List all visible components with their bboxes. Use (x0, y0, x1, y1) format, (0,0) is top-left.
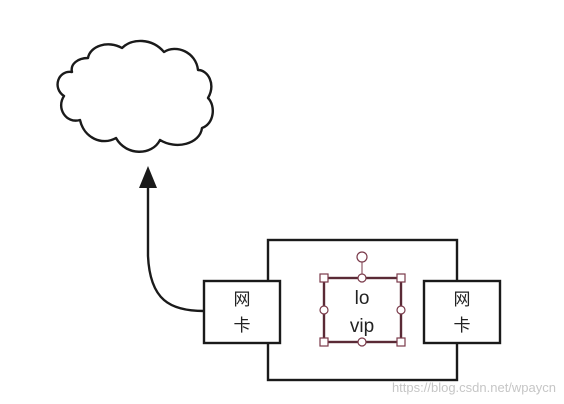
loopback-label: lo (355, 288, 370, 309)
cloud-shape (56, 39, 214, 153)
loopback-vip-box[interactable]: lo vip (319, 251, 406, 347)
right-nic-label-line1: 网 (454, 290, 471, 310)
arrowhead-up-icon (139, 166, 157, 188)
uplink-connector (146, 186, 205, 313)
resize-handle-ne[interactable] (396, 273, 406, 283)
left-nic-label-line1: 网 (234, 290, 251, 310)
left-nic-label-line2: 卡 (234, 316, 251, 336)
rotate-handle[interactable] (356, 251, 368, 263)
watermark: https://blog.csdn.net/wpaycn (392, 380, 556, 395)
resize-handle-n[interactable] (357, 273, 367, 283)
left-nic: 网 卡 (202, 279, 282, 345)
resize-handle-e[interactable] (396, 305, 406, 315)
resize-handle-nw[interactable] (319, 273, 329, 283)
vip-label: vip (350, 316, 374, 337)
right-nic: 网 卡 (422, 279, 502, 345)
resize-handle-sw[interactable] (319, 337, 329, 347)
right-nic-label-line2: 卡 (454, 316, 471, 336)
resize-handle-s[interactable] (357, 337, 367, 347)
resize-handle-se[interactable] (396, 337, 406, 347)
resize-handle-w[interactable] (319, 305, 329, 315)
